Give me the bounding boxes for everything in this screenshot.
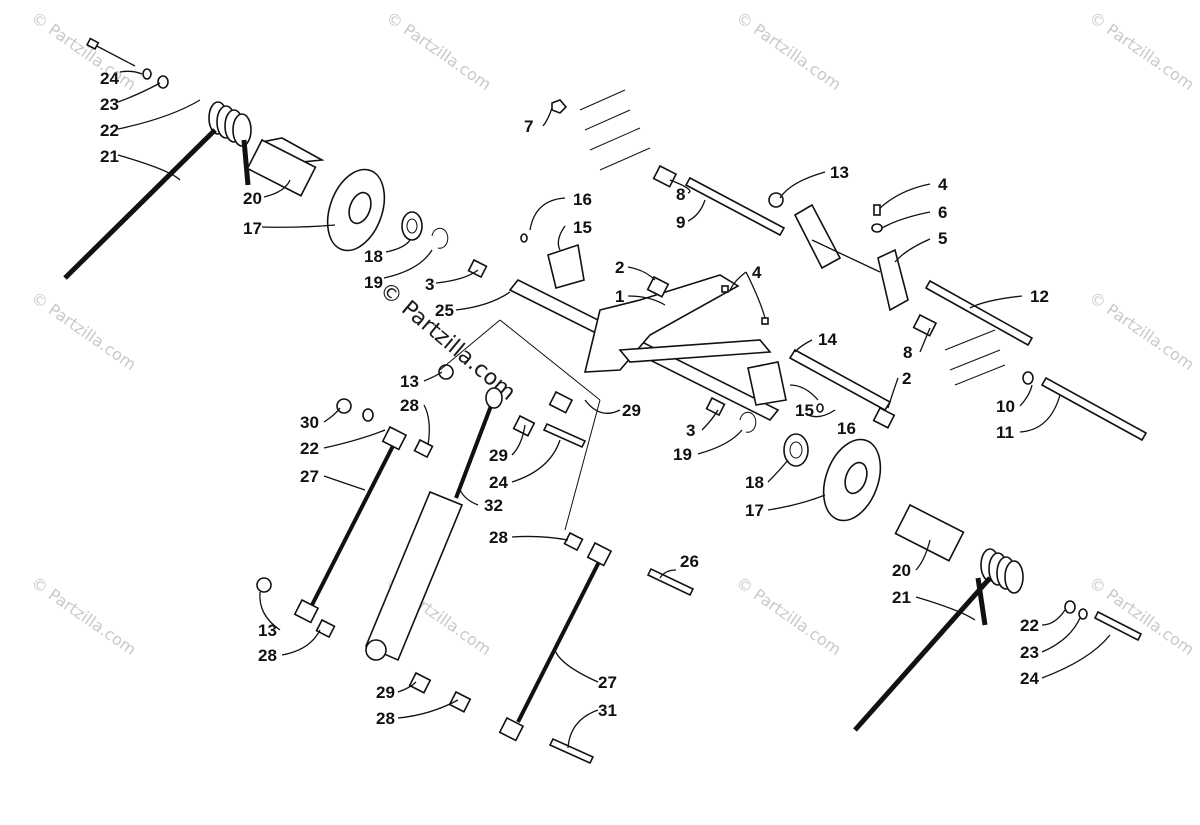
callout-4: 4 xyxy=(938,175,948,194)
callout-11: 11 xyxy=(996,423,1014,442)
callout-15: 15 xyxy=(573,218,592,237)
callout-29: 29 xyxy=(376,683,395,702)
watermark: © Partzilla.com xyxy=(733,573,845,659)
callout-18: 18 xyxy=(364,247,383,266)
callout-16: 16 xyxy=(573,190,592,209)
callout-27: 27 xyxy=(598,673,617,692)
watermark: © Partzilla.com xyxy=(1086,288,1198,374)
callout-1: 1 xyxy=(615,287,624,306)
center-arm-assembly xyxy=(520,233,896,433)
center-watermark: © Partzilla.com xyxy=(374,277,520,405)
callout-29: 29 xyxy=(622,401,641,420)
callout-23: 23 xyxy=(1020,643,1039,662)
callout-24: 24 xyxy=(1020,669,1039,688)
watermark: © Partzilla.com xyxy=(28,573,140,659)
callout-15: 15 xyxy=(795,401,814,420)
watermark: © Partzilla.com xyxy=(28,288,140,374)
callout-16: 16 xyxy=(837,419,856,438)
callout-19: 19 xyxy=(364,273,383,292)
callout-17: 17 xyxy=(243,219,262,238)
callout-29: 29 xyxy=(489,446,508,465)
callout-21: 21 xyxy=(892,588,911,607)
callout-22: 22 xyxy=(100,121,119,140)
callout-13: 13 xyxy=(830,163,849,182)
upper-axle-assembly xyxy=(508,89,1148,442)
callout-24: 24 xyxy=(489,473,508,492)
callout-28: 28 xyxy=(258,646,277,665)
upper-left-spring-assembly xyxy=(63,37,488,280)
lower-right-spring-assembly xyxy=(783,433,1143,732)
callout-25: 25 xyxy=(435,301,454,320)
watermark: © Partzilla.com xyxy=(733,8,845,94)
callout-19: 19 xyxy=(673,445,692,464)
callout-3: 3 xyxy=(686,421,695,440)
callout-3: 3 xyxy=(425,275,434,294)
callout-20: 20 xyxy=(243,189,262,208)
callout-23: 23 xyxy=(100,95,119,114)
callout-6: 6 xyxy=(938,203,947,222)
callout-22: 22 xyxy=(1020,616,1039,635)
callout-13: 13 xyxy=(258,621,277,640)
callout-5: 5 xyxy=(938,229,947,248)
callout-26: 26 xyxy=(680,552,699,571)
callout-24: 24 xyxy=(100,69,119,88)
shock-and-links-assembly xyxy=(256,319,695,765)
callout-32: 32 xyxy=(484,496,503,515)
callout-12: 12 xyxy=(1030,287,1049,306)
callout-31: 31 xyxy=(598,701,617,720)
callout-27: 27 xyxy=(300,467,319,486)
callout-10: 10 xyxy=(996,397,1015,416)
callout-9: 9 xyxy=(676,213,685,232)
callout-labels: 24 23 22 21 20 17 18 19 3 25 7 8 9 13 4 … xyxy=(100,69,1049,728)
callout-8: 8 xyxy=(903,343,912,362)
callout-8: 8 xyxy=(676,185,685,204)
callout-4: 4 xyxy=(752,263,762,282)
callout-17: 17 xyxy=(745,501,764,520)
callout-7: 7 xyxy=(524,117,533,136)
watermark: © Partzilla.com xyxy=(383,8,495,94)
callout-28: 28 xyxy=(489,528,508,547)
torsion-spring-coil xyxy=(208,101,252,147)
callout-28: 28 xyxy=(400,396,419,415)
callout-28: 28 xyxy=(376,709,395,728)
callout-21: 21 xyxy=(100,147,119,166)
callout-20: 20 xyxy=(892,561,911,580)
callout-2: 2 xyxy=(902,369,911,388)
watermark: © Partzilla.com xyxy=(1086,8,1198,94)
callout-22: 22 xyxy=(300,439,319,458)
callout-2: 2 xyxy=(615,258,624,277)
callout-14: 14 xyxy=(818,330,837,349)
watermark: © Partzilla.com xyxy=(28,8,140,94)
leader-lines xyxy=(117,70,1111,749)
callout-30: 30 xyxy=(300,413,319,432)
callout-18: 18 xyxy=(745,473,764,492)
callout-13: 13 xyxy=(400,372,419,391)
